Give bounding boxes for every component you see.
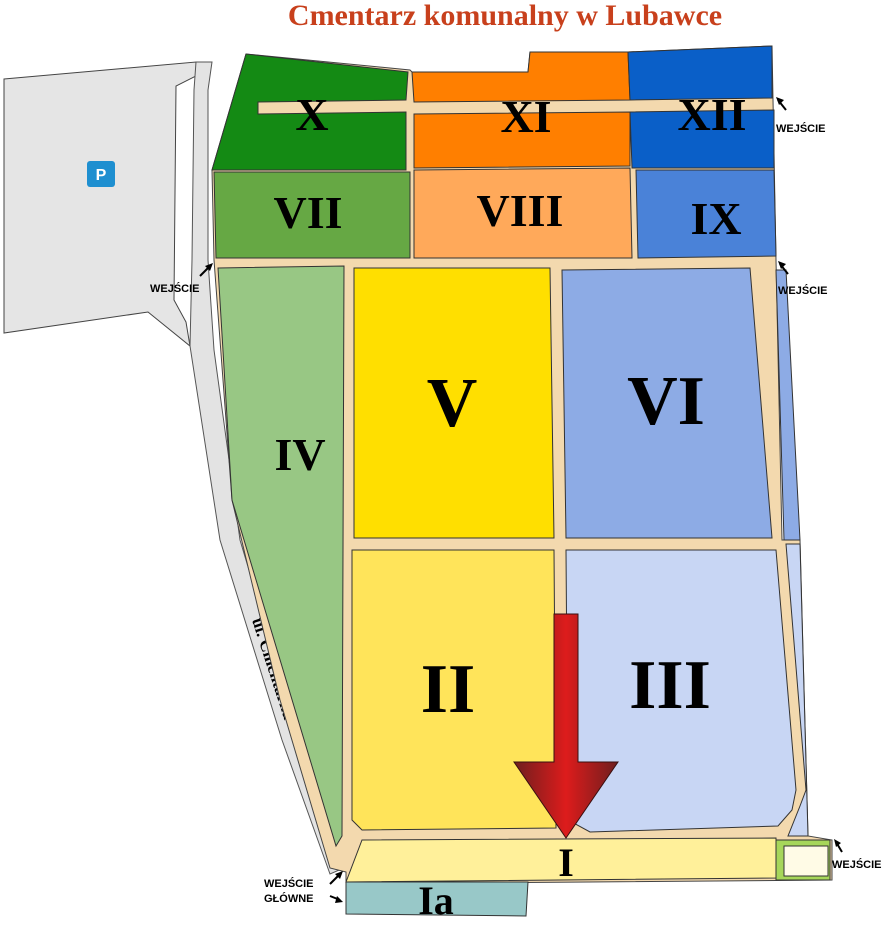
entrance-arrow-left [199, 263, 213, 277]
entrance-label-mid-right: WEJŚCIE [778, 284, 828, 297]
section-label-x: X [295, 89, 328, 140]
section-label-v: V [427, 365, 478, 442]
section-label-viii: VIII [477, 185, 564, 236]
section-label-iii: III [629, 647, 711, 724]
section-iii-strip [785, 543, 809, 837]
section-ii [351, 549, 557, 831]
section-label-xii: XII [677, 89, 746, 140]
entrance-arrow-main [329, 871, 343, 903]
section-xii-lower [629, 109, 775, 169]
entrance-arrow-mid-right [778, 261, 789, 275]
section-xii [627, 45, 773, 101]
section-v [353, 267, 555, 539]
section-ix [635, 169, 777, 259]
direction-arrow [513, 613, 619, 839]
section-vi [561, 267, 773, 539]
section-ia [345, 881, 529, 917]
entrance-arrow-bottom-right [834, 839, 843, 853]
parking-icon [87, 161, 115, 187]
section-x [211, 53, 409, 171]
section-vi-strip [775, 269, 801, 541]
green-plot-inner [783, 845, 829, 877]
entrance-label-left: WEJŚCIE [150, 282, 200, 295]
section-label-vi: VI [627, 363, 705, 440]
section-xi-lower [413, 111, 631, 169]
entrance-label-bottom-right: WEJŚCIE [832, 858, 882, 871]
parking-letter: P [96, 167, 107, 184]
main-entrance-label-line1: WEJŚCIE [264, 877, 314, 890]
map-title: Cmentarz komunalny w Lubawce [287, 0, 723, 32]
entrance-label-top-right: WEJŚCIE [776, 122, 826, 135]
section-iv [217, 265, 345, 848]
section-label-iv: IV [274, 429, 325, 480]
section-viii [413, 167, 633, 259]
section-label-i: I [558, 840, 574, 885]
section-vii [213, 171, 411, 259]
main-entrance-label-line2: GŁÓWNE [264, 892, 314, 905]
section-label-ii: II [421, 651, 475, 728]
section-label-xi: XI [500, 91, 551, 142]
section-label-ia: Ia [418, 878, 454, 923]
section-label-ix: IX [690, 193, 741, 244]
section-label-vii: VII [273, 187, 342, 238]
entrance-arrow-top-right [776, 97, 787, 111]
parking-area [3, 61, 197, 348]
